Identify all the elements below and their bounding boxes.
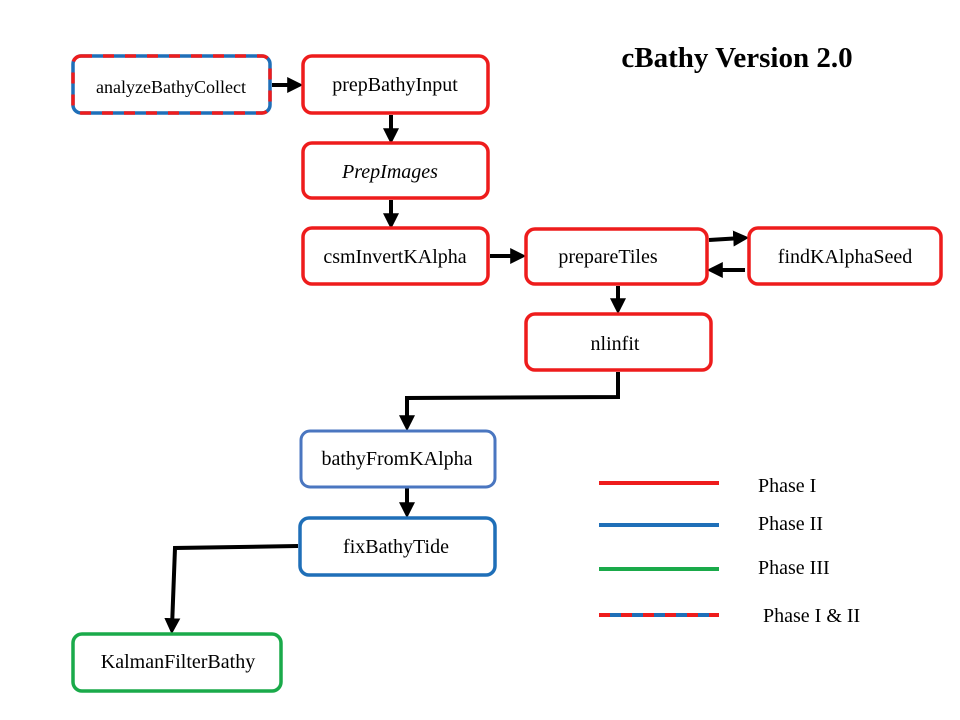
node-analyze-bathy-collect[interactable]: analyzeBathyCollect: [71, 54, 272, 115]
node-csm-invert-kalpha-border: [301, 226, 490, 286]
node-prep-bathy-input-border: [301, 54, 490, 115]
node-csm-invert-kalpha-label: csmInvertKAlpha: [323, 246, 466, 268]
diagram-title: cBathy Version 2.0: [621, 42, 852, 74]
legend: Phase I Phase II Phase III Phase I & II: [599, 475, 860, 627]
legend-label-phase-1: Phase I: [758, 475, 816, 497]
node-kalman-filter-bathy-border: [71, 632, 283, 693]
node-find-kalpha-seed[interactable]: findKAlphaSeed: [747, 226, 943, 286]
node-bathy-from-kalpha-label: bathyFromKAlpha: [321, 448, 472, 470]
node-analyze-bathy-collect-border-red: [71, 54, 272, 115]
node-csm-invert-kalpha[interactable]: csmInvertKAlpha: [301, 226, 490, 286]
node-prep-images-label: PrepImages: [341, 161, 438, 183]
node-prep-images-border: [301, 141, 490, 200]
node-fix-bathy-tide-label: fixBathyTide: [343, 536, 449, 558]
arrow-preparetiles-to-findkalphaseed: [708, 230, 750, 247]
legend-item-phase-3: Phase III: [599, 557, 830, 579]
node-fix-bathy-tide-border: [298, 516, 497, 577]
node-prep-images[interactable]: PrepImages: [301, 141, 490, 200]
node-fix-bathy-tide[interactable]: fixBathyTide: [298, 516, 497, 577]
node-prepare-tiles-border: [524, 227, 709, 286]
node-prep-bathy-input[interactable]: prepBathyInput: [301, 54, 490, 115]
connectors: [164, 77, 750, 635]
node-bathy-from-kalpha[interactable]: bathyFromKAlpha: [299, 429, 497, 489]
node-nlinfit-label: nlinfit: [591, 333, 640, 355]
legend-label-phase-3: Phase III: [758, 557, 830, 579]
legend-label-phase-1-2: Phase I & II: [763, 605, 860, 627]
node-nlinfit[interactable]: nlinfit: [524, 312, 713, 372]
legend-label-phase-2: Phase II: [758, 513, 823, 535]
node-find-kalpha-seed-label: findKAlphaSeed: [778, 246, 912, 268]
node-bathy-from-kalpha-border: [299, 429, 497, 489]
legend-item-phase-1-2: Phase I & II: [599, 605, 860, 627]
node-prep-bathy-input-label: prepBathyInput: [332, 74, 458, 96]
node-nlinfit-border: [524, 312, 713, 372]
node-kalman-filter-bathy-label: KalmanFilterBathy: [101, 651, 255, 673]
legend-item-phase-2: Phase II: [599, 513, 823, 535]
arrow-fixbathytide-to-kalmanfilterbathy: [164, 544, 299, 635]
node-prepare-tiles-label: prepareTiles: [558, 246, 657, 268]
node-find-kalpha-seed-border: [747, 226, 943, 286]
node-analyze-bathy-collect-label: analyzeBathyCollect: [96, 77, 246, 97]
legend-item-phase-1: Phase I: [599, 475, 816, 497]
arrow-nlinfit-to-bathyfromkalpha: [399, 372, 620, 432]
node-prepare-tiles[interactable]: prepareTiles: [524, 227, 709, 286]
node-kalman-filter-bathy[interactable]: KalmanFilterBathy: [71, 632, 283, 693]
